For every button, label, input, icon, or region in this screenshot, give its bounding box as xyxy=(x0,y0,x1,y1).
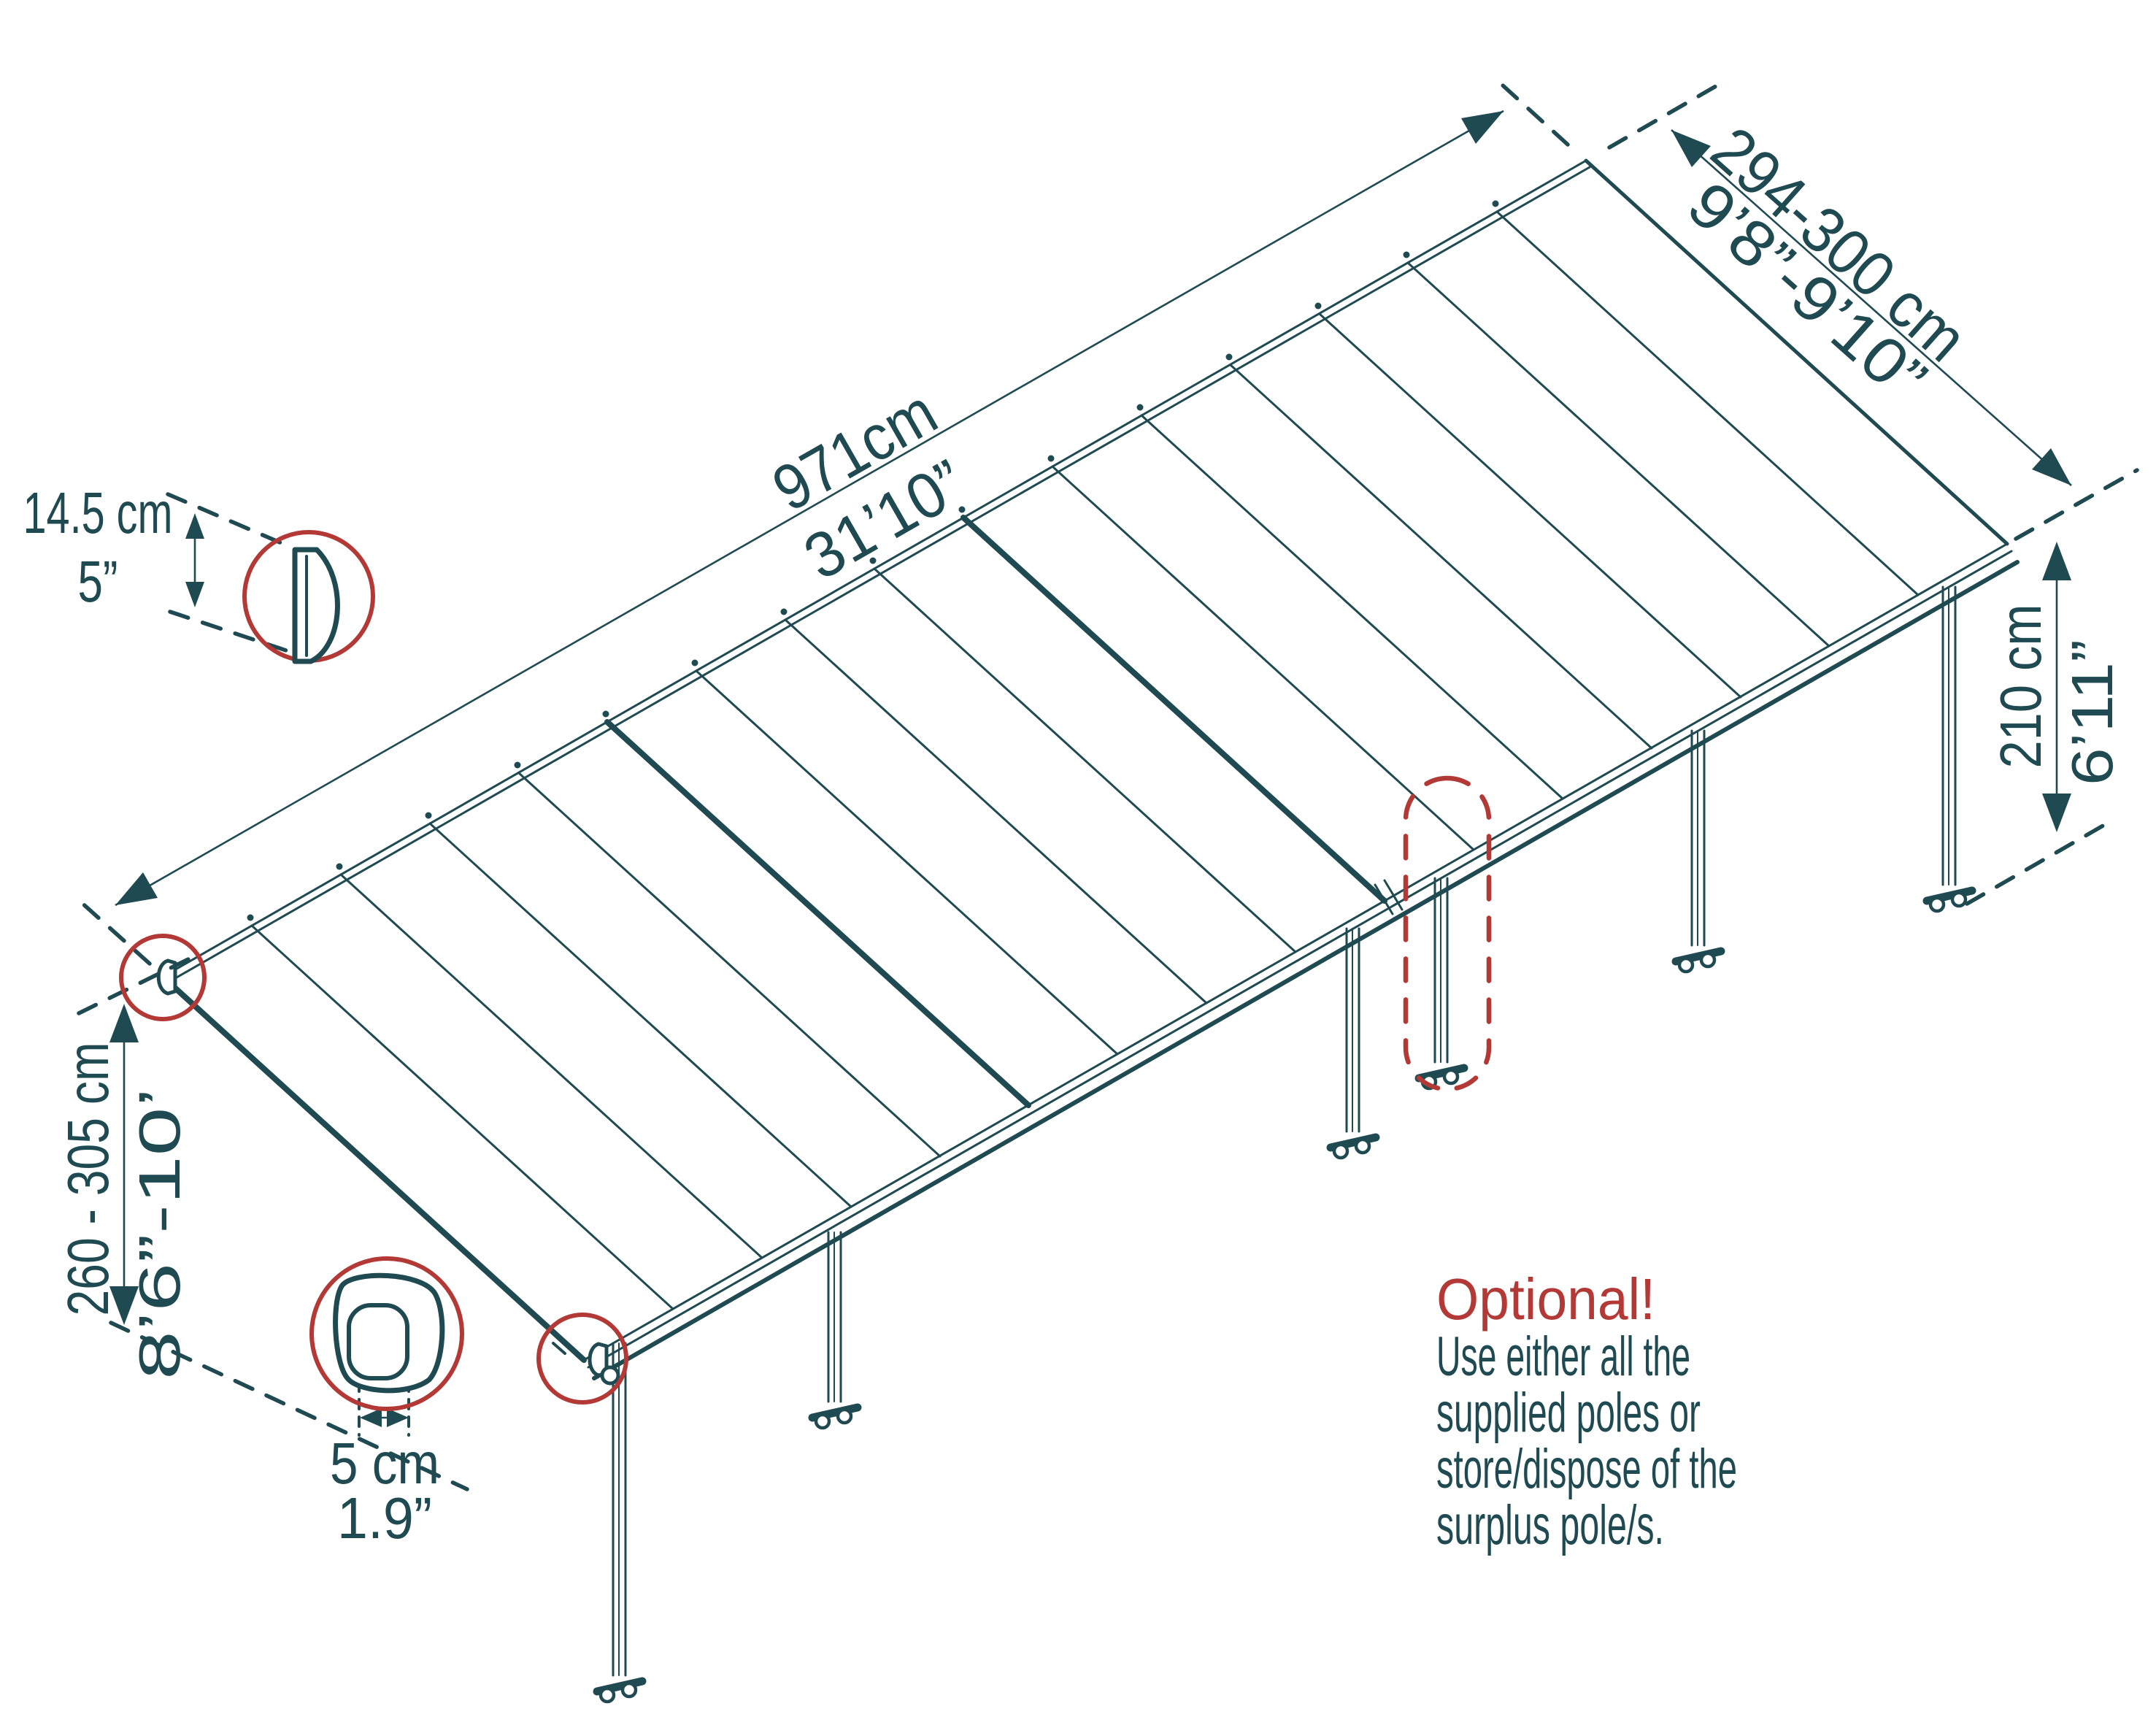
arrowhead-icon xyxy=(109,1004,139,1042)
corner-joint-detail-circle xyxy=(536,1313,628,1405)
gutter-joint xyxy=(1383,879,1404,911)
corner-hook xyxy=(600,1365,620,1386)
support-poles xyxy=(593,585,1976,1704)
arrowhead-icon xyxy=(185,582,204,607)
support-pole-2 xyxy=(808,1231,862,1430)
arrowhead-icon xyxy=(2042,542,2071,580)
optional-note-title: Optional! xyxy=(1436,1267,1655,1332)
clearance-label-metric: 210 cm xyxy=(1988,604,2053,769)
roof-right-end-edge xyxy=(1584,158,2009,546)
corner-bracket xyxy=(552,1334,571,1355)
roof-splice-bar-2 xyxy=(960,515,1387,904)
length-dimension-line xyxy=(115,110,1504,907)
roof-left-end-edge xyxy=(160,974,587,1363)
support-pole-5 xyxy=(1671,729,1725,974)
pole-profile-label-imperial: 1.9” xyxy=(337,1486,432,1551)
beam-profile-shape xyxy=(292,547,340,664)
roof-panel-lines xyxy=(250,210,1920,1310)
optional-note-line: Use either all the xyxy=(1436,1326,1690,1388)
arrowhead-icon xyxy=(1461,111,1504,144)
gutter-joint xyxy=(1374,883,1394,915)
gutter-end-detail-circle xyxy=(119,934,207,1021)
gutter-beam xyxy=(156,158,2020,1386)
clearance-label-imperial: 6’11” xyxy=(2060,639,2125,785)
optional-note-line: store/dispose of the xyxy=(1436,1438,1737,1500)
optional-pole-highlight xyxy=(1403,775,1492,1092)
arrowhead-icon xyxy=(360,1408,382,1427)
optional-note-line: supplied poles or xyxy=(1436,1382,1701,1444)
pole-profile-inner-shape xyxy=(347,1303,409,1380)
arrowhead-icon xyxy=(115,872,158,905)
mount-height-label-metric: 260 - 305 cm xyxy=(55,1042,120,1316)
arrowhead-icon xyxy=(109,1286,139,1325)
pole-profile-detail-circle xyxy=(309,1256,464,1411)
arrowhead-icon xyxy=(2032,448,2071,485)
support-pole-1 xyxy=(593,1342,647,1704)
optional-note: Optional! Use either all the supplied po… xyxy=(1436,1267,1737,1556)
arrowhead-icon xyxy=(1671,130,1711,167)
depth-dimension-line xyxy=(1671,129,2072,486)
roof-splice-bar-1 xyxy=(604,719,1031,1108)
detail-markers xyxy=(119,530,1492,1411)
roof-back-edge-inner xyxy=(165,166,1591,985)
arrowhead-icon xyxy=(185,513,204,539)
optional-note-line: surplus pole/s. xyxy=(1436,1494,1664,1556)
ground-reference-line xyxy=(109,1321,469,1491)
mount-height-label-imperial: 8’6”-10’ xyxy=(127,1088,192,1380)
roof xyxy=(161,159,1920,1310)
beam-profile-label-imperial: 5” xyxy=(78,549,118,614)
support-pole-optional xyxy=(1414,877,1468,1091)
arrowhead-icon xyxy=(387,1408,409,1427)
arrowhead-icon xyxy=(2042,794,2071,832)
back-edge-screw-caps xyxy=(247,200,1499,921)
pole-profile-label-metric: 5 cm xyxy=(330,1431,439,1496)
beam-profile-label-metric: 14.5 cm xyxy=(23,480,173,545)
dimension-lines xyxy=(71,76,2139,1491)
support-pole-6 xyxy=(1922,585,1976,913)
support-pole-3 xyxy=(1326,927,1380,1160)
